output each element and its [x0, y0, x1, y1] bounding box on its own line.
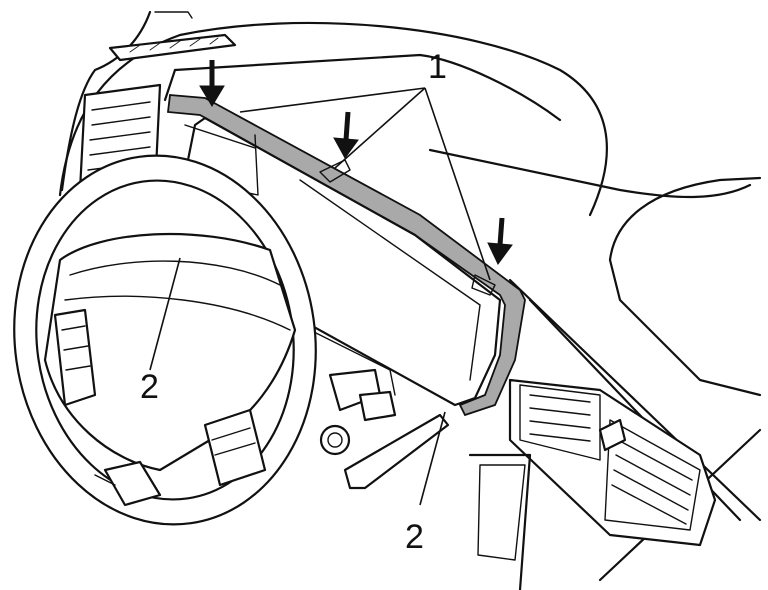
instrument-panel-trim	[166, 94, 526, 417]
defroster-vent	[108, 33, 237, 62]
arrow-left	[199, 60, 225, 107]
center-console	[468, 378, 717, 590]
side-window	[608, 176, 762, 397]
arrow-right	[487, 217, 513, 265]
callout-2-left-label: 2	[140, 368, 159, 406]
arrow-middle	[333, 111, 359, 159]
callout-2-right-label: 2	[405, 518, 424, 556]
steering-column-controls	[309, 329, 450, 490]
leader-lines	[149, 87, 491, 506]
steering-wheel	[13, 154, 317, 526]
callout-1-label: 1	[428, 48, 447, 86]
